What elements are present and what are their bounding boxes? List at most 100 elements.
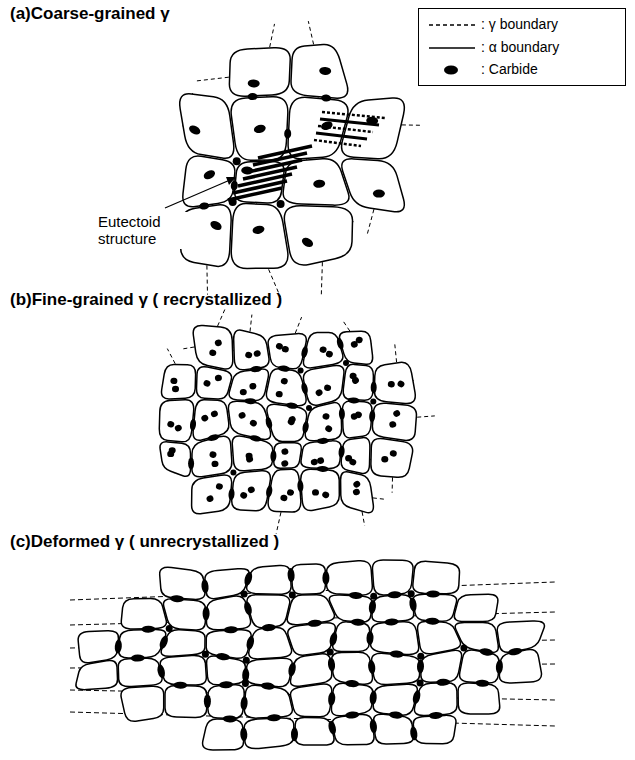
carbide (209, 349, 217, 356)
alpha-grain (342, 98, 405, 159)
carbide (247, 486, 256, 495)
alpha-grains (159, 326, 416, 514)
carbide (327, 691, 335, 706)
carbide (238, 411, 247, 420)
alpha-grain (165, 686, 207, 718)
alpha-grain (229, 48, 290, 97)
carbide (327, 649, 334, 656)
carbide (209, 219, 223, 232)
carbide (241, 590, 248, 597)
carbide (392, 409, 401, 418)
carbide (202, 607, 209, 621)
gamma-boundary (180, 347, 194, 349)
alpha-grain (193, 400, 229, 441)
alpha-grain (305, 403, 341, 441)
carbide (156, 664, 166, 679)
carbide (291, 727, 298, 741)
alpha-boundary-sample (429, 47, 475, 49)
carbide (322, 413, 330, 421)
alpha-grain (268, 334, 306, 369)
alpha-grain (454, 594, 498, 621)
carbide (249, 383, 257, 390)
carbide (312, 489, 319, 496)
carbide (169, 447, 176, 454)
carbide (287, 568, 295, 582)
alpha-grain (192, 436, 232, 477)
carbide (240, 727, 248, 741)
carbide (425, 617, 439, 624)
carbide (188, 124, 202, 137)
carbide (230, 469, 236, 475)
legend-text: : γ boundary (481, 17, 558, 32)
carbide (247, 79, 260, 88)
carbide (233, 157, 241, 165)
carbide (345, 680, 360, 688)
alpha-grain (161, 630, 205, 657)
carbide (265, 485, 273, 498)
carbide (300, 346, 309, 359)
alpha-grain (332, 714, 374, 744)
carbide (436, 679, 450, 686)
carbide (214, 339, 222, 347)
carbide (388, 381, 395, 388)
alpha-grain (206, 596, 250, 630)
carbide (114, 639, 122, 654)
alpha-grain (301, 469, 340, 510)
carbide (315, 388, 324, 397)
legend-text: : Carbide (481, 62, 538, 77)
lamella (320, 119, 379, 125)
alpha-grain (331, 683, 373, 716)
callout-label: Eutectoid structure (96, 212, 190, 249)
carbide (289, 591, 296, 598)
alpha-grain (342, 401, 372, 438)
carbide (207, 433, 220, 442)
carbide (277, 200, 285, 208)
carbide (172, 386, 179, 392)
carbide (351, 618, 365, 626)
gamma-boundary (197, 77, 229, 81)
alpha-grain (291, 564, 325, 594)
eutectoid-structure (228, 112, 385, 200)
alpha-grain (119, 629, 166, 658)
carbide (369, 410, 376, 422)
alpha-grain (327, 561, 373, 595)
alpha-grain (342, 159, 405, 212)
gamma-boundary (295, 317, 301, 333)
gamma-boundary-sample (429, 24, 475, 25)
gamma-boundary (276, 513, 281, 534)
deformed-gamma-boundaries (70, 582, 555, 726)
legend-text: : α boundary (481, 40, 559, 55)
alpha-grain (373, 684, 417, 715)
fine-grained-panel (159, 309, 435, 533)
alpha-grain (247, 595, 290, 628)
gamma-boundaries (156, 21, 422, 297)
carbide (167, 420, 176, 428)
carbide (327, 720, 337, 735)
carbide (166, 625, 173, 632)
alpha-grain (160, 567, 205, 599)
carbide (298, 368, 304, 374)
alpha-grain (421, 650, 462, 682)
alpha-grain (290, 654, 331, 687)
alpha-grain (78, 631, 118, 663)
alpha-grain (203, 719, 244, 750)
alpha-grain (121, 686, 164, 721)
carbide (324, 424, 333, 433)
alpha-grain (332, 652, 373, 684)
carbide (189, 419, 196, 432)
alpha-grain (283, 159, 349, 205)
alpha-grain (497, 621, 544, 652)
alpha-grain (301, 441, 341, 469)
gamma-boundary (417, 416, 435, 417)
panel-title: (c)Deformed γ ( unrecrystallized ) (10, 532, 279, 552)
alpha-grains (76, 560, 545, 750)
alpha-grain (499, 649, 541, 682)
alpha-grain (234, 330, 269, 370)
alpha-grain (414, 683, 457, 716)
carbide (206, 494, 215, 502)
coarse-grained-panel (156, 21, 422, 297)
carbide (202, 651, 209, 658)
carbide (495, 660, 503, 674)
legend-box: : γ boundary : α boundary : Carbide (418, 8, 626, 86)
